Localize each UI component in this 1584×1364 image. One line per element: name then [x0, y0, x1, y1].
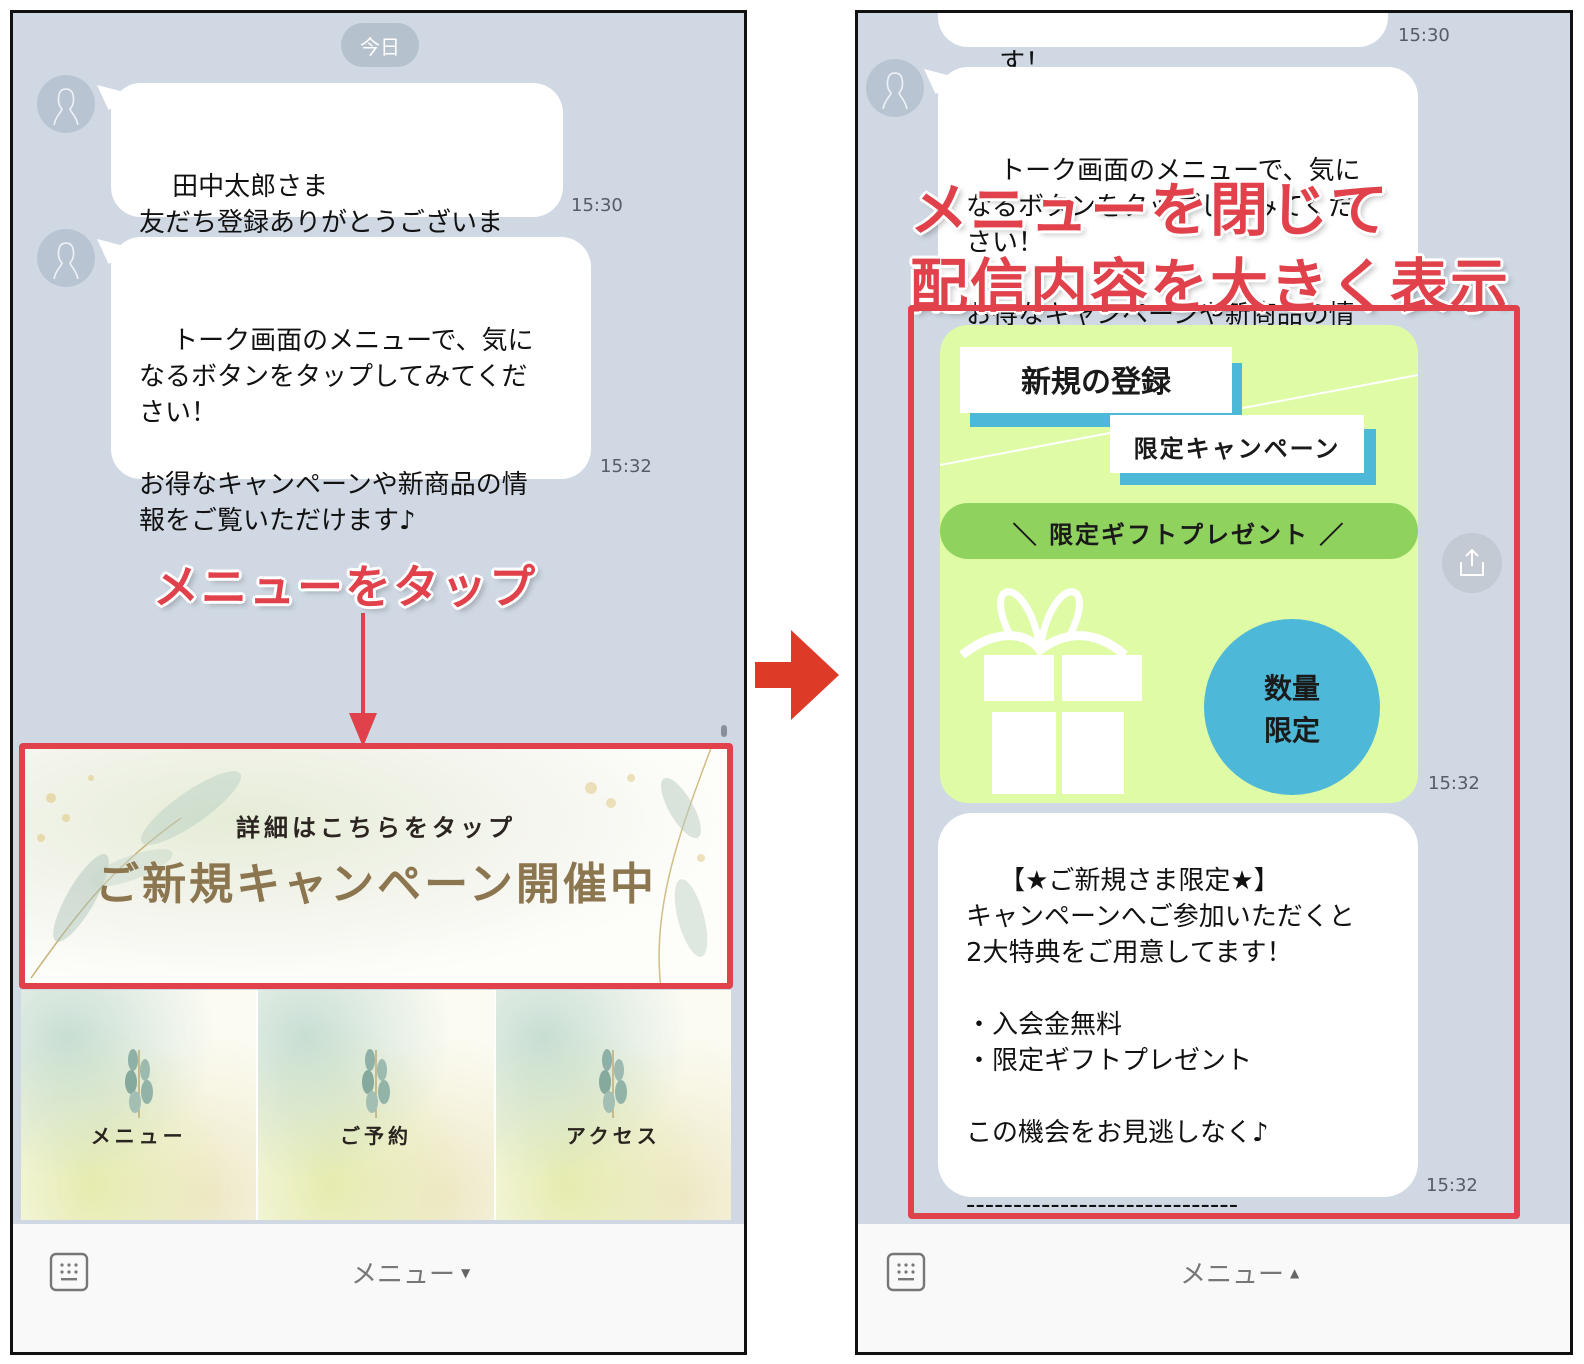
highlight-frame: [19, 743, 733, 989]
user-silhouette-icon: [882, 72, 908, 110]
leaf-sprig-icon: [361, 1049, 390, 1118]
date-separator: 今日: [341, 23, 419, 67]
message-timestamp: 15:32: [1428, 773, 1480, 794]
right-arrow-icon: [755, 630, 839, 720]
tile-label: アクセス: [565, 1124, 661, 1148]
caret-up-icon: ▲: [1290, 1265, 1300, 1280]
avatar[interactable]: [37, 229, 95, 287]
promo-graphic: [940, 347, 1418, 795]
message-timestamp: 15:32: [1426, 1175, 1478, 1196]
message-bubble: トーク画面のメニューで、気に なるボタンをタップしてみてくだ さい！ お得なキャ…: [97, 237, 591, 536]
rich-menu-tile-reservation[interactable]: ご予約: [258, 990, 496, 1220]
left-chat-screen: 今日 田中太郎さま 友だち登録ありがとうございま す！ 15:30 トーク画面の…: [10, 10, 747, 1355]
annotation-tap-menu: メニューをタップ: [153, 560, 537, 614]
rich-menu-tile-access[interactable]: アクセス: [495, 990, 731, 1220]
promo-heading: 新規の登録: [1021, 365, 1171, 400]
campaign-message-bubble: 【★ご新規さま限定★】 キャンペーンへご参加いただくと 2大特典をご用意してます…: [938, 813, 1418, 1220]
avatar[interactable]: [37, 75, 95, 133]
leaf-sprig-icon: [599, 1049, 628, 1118]
botanical-decoration-icon: [30, 771, 241, 979]
message-bubble: トーク画面のメニューで、気に なるボタンをタップしてみてくだ さい！ お得なキャ…: [924, 67, 1418, 366]
tile-label: ご予約: [339, 1124, 412, 1148]
message-text: 田中太郎さま 友だち登録ありがとうございま す！: [139, 172, 504, 274]
user-silhouette-icon: [53, 88, 79, 126]
banner-subtitle: 詳細はこちらをタップ: [236, 813, 516, 842]
promo-subheading: 限定キャンペーン: [1133, 435, 1341, 463]
message-bubble-partial: す！: [938, 13, 1388, 78]
message-timestamp: 15:32: [600, 456, 652, 477]
botanical-decoration-icon: [585, 748, 712, 988]
message-text: トーク画面のメニューで、気に なるボタンをタップしてみてくだ さい！ お得なキャ…: [139, 326, 534, 536]
highlight-frame: [908, 305, 1520, 1219]
avatar[interactable]: [866, 59, 924, 117]
badge-line1: 数量: [1263, 672, 1320, 705]
message-timestamp: 15:30: [1398, 25, 1450, 46]
rich-menu-tiles: メニュー ご予約 アクセス: [21, 990, 731, 1220]
rich-menu-banner[interactable]: 詳細はこちらをタップ ご新規キャンペーン開催中: [21, 748, 731, 988]
message-bubble: 田中太郎さま 友だち登録ありがとうございま す！: [97, 83, 563, 274]
pointer-arrow-icon: [349, 613, 377, 747]
keyboard-icon[interactable]: [49, 1252, 89, 1292]
menu-toggle-button[interactable]: メニュー ▲: [1180, 1254, 1299, 1291]
keyboard-icon[interactable]: [886, 1252, 926, 1292]
rich-menu-tile-menu[interactable]: メニュー: [21, 990, 259, 1220]
chat-bottom-bar: メニュー ▼: [13, 1224, 744, 1352]
chat-bottom-bar: メニュー ▲: [858, 1224, 1570, 1352]
banner-title: ご新規キャンペーン開催中: [95, 859, 657, 910]
share-icon: [1460, 548, 1484, 576]
annotation-close-menu: メニューを閉じて: [910, 176, 1391, 244]
caret-down-icon: ▼: [461, 1265, 471, 1280]
scrollbar-thumb[interactable]: [721, 725, 727, 737]
menu-toggle-button[interactable]: メニュー ▼: [351, 1254, 470, 1291]
user-silhouette-icon: [53, 242, 79, 280]
share-button[interactable]: [1442, 533, 1502, 593]
menu-toggle-label: メニュー: [351, 1260, 456, 1290]
badge-line2: 限定: [1263, 714, 1320, 747]
message-text: 【★ご新規さま限定★】 キャンペーンへご参加いただくと 2大特典をご用意してます…: [966, 866, 1355, 1220]
promo-ribbon-text: ＼ 限定ギフトプレゼント ／: [1012, 521, 1346, 549]
right-chat-screen: す！ 15:30 トーク画面のメニューで、気に なるボタンをタップしてみてくだ …: [855, 10, 1573, 1355]
leaf-sprig-icon: [124, 1049, 153, 1118]
tile-label: メニュー: [90, 1124, 187, 1148]
message-timestamp: 15:30: [571, 195, 623, 216]
menu-toggle-label: メニュー: [1180, 1260, 1285, 1290]
promo-image-message[interactable]: 新規の登録 限定キャンペーン ＼ 限定ギフトプレゼント ／ 数量 限定: [940, 325, 1418, 803]
